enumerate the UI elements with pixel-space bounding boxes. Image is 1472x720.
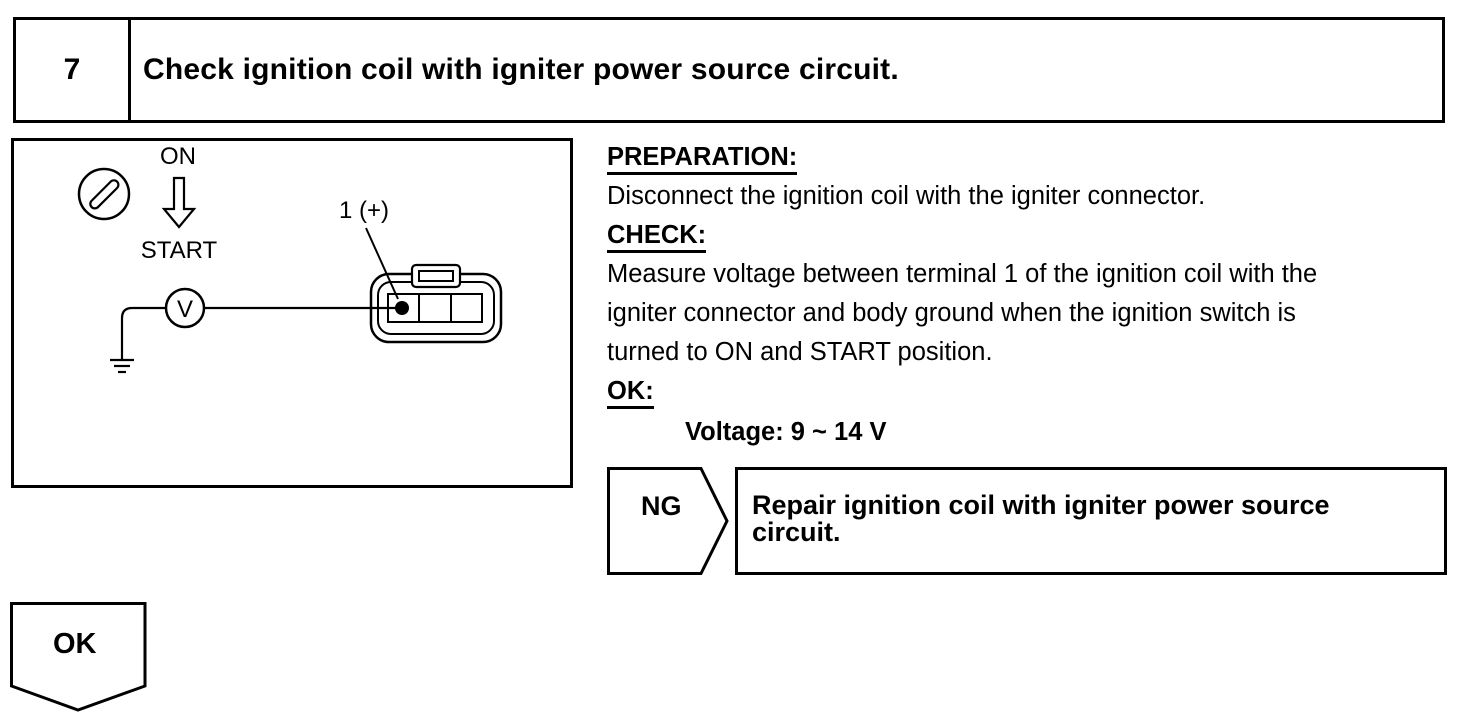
step-number: 7 bbox=[16, 20, 131, 120]
ng-action-line: Repair ignition coil with igniter power … bbox=[752, 490, 1330, 520]
arrow-down-icon bbox=[161, 176, 197, 229]
voltmeter-icon: V bbox=[164, 287, 206, 329]
wiring-illustration: ON START V 1 (+) bbox=[11, 138, 573, 488]
preparation-text: Disconnect the ignition coil with the ig… bbox=[607, 182, 1206, 210]
ng-result: NG Repair ignition coil with igniter pow… bbox=[607, 467, 1447, 575]
connector-icon bbox=[369, 263, 503, 344]
ground-icon bbox=[110, 306, 166, 374]
step-header: 7 Check ignition coil with igniter power… bbox=[13, 17, 1445, 123]
switch-on-label: ON bbox=[160, 143, 196, 170]
check-text-line: Measure voltage between terminal 1 of th… bbox=[607, 260, 1318, 288]
ok-label: OK bbox=[53, 628, 97, 660]
preparation-heading: PREPARATION: bbox=[607, 142, 798, 175]
ng-badge-arrow bbox=[607, 467, 729, 575]
switch-start-label: START bbox=[141, 237, 218, 264]
step-title: Check ignition coil with igniter power s… bbox=[143, 53, 899, 86]
terminal-leader bbox=[365, 227, 399, 300]
ng-action-box: Repair ignition coil with igniter power … bbox=[735, 467, 1447, 575]
terminal-label: 1 (+) bbox=[339, 197, 389, 224]
voltmeter-label: V bbox=[177, 296, 193, 323]
ok-badge-arrow bbox=[10, 602, 147, 712]
instructions: PREPARATION: Disconnect the ignition coi… bbox=[607, 138, 1457, 452]
ng-label: NG bbox=[641, 491, 682, 521]
check-text-line: turned to ON and START position. bbox=[607, 338, 993, 366]
wiring-diagram: ON START V 1 (+) bbox=[77, 143, 503, 374]
ignition-key-icon bbox=[77, 167, 131, 221]
voltage-spec: Voltage: 9 ~ 14 V bbox=[685, 418, 887, 446]
ng-action-line: circuit. bbox=[752, 517, 841, 547]
check-heading: CHECK: bbox=[607, 220, 707, 253]
check-text-line: igniter connector and body ground when t… bbox=[607, 299, 1296, 327]
ok-heading: OK: bbox=[607, 376, 654, 409]
